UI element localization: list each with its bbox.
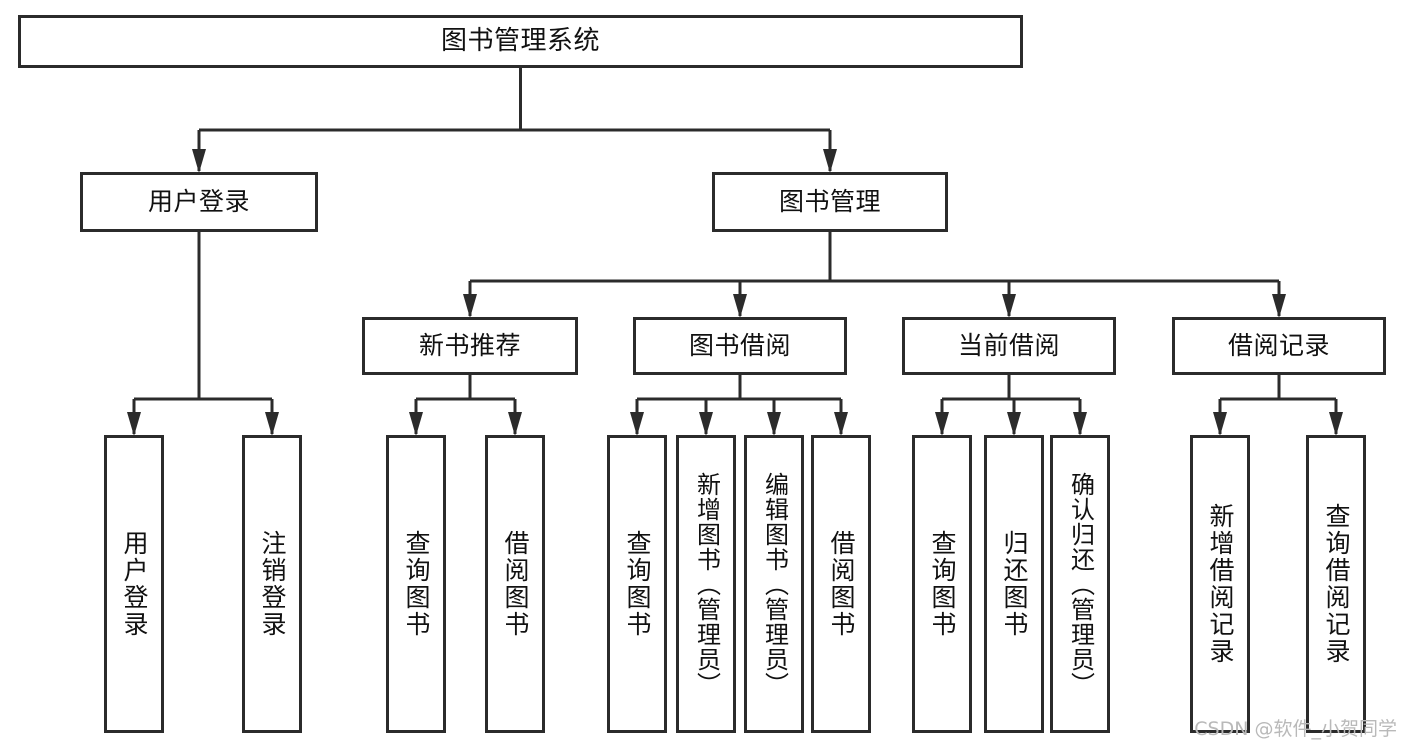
node-leaf-query-book-3[interactable]: 查询图书 bbox=[912, 435, 972, 733]
node-label: 注销登录 bbox=[258, 530, 287, 638]
node-label: 当前借阅 bbox=[957, 331, 1060, 361]
node-label: 编辑图书（管理员） bbox=[760, 471, 789, 697]
node-book-borrow[interactable]: 图书借阅 bbox=[633, 317, 847, 375]
node-leaf-edit-book[interactable]: 编辑图书（管理员） bbox=[744, 435, 804, 733]
node-leaf-return-book[interactable]: 归还图书 bbox=[984, 435, 1044, 733]
node-label: 新书推荐 bbox=[418, 331, 521, 361]
node-label: 借阅记录 bbox=[1227, 331, 1330, 361]
node-label: 新增图书（管理员） bbox=[692, 471, 721, 697]
node-leaf-borrow-book-1[interactable]: 借阅图书 bbox=[485, 435, 545, 733]
node-leaf-user-login[interactable]: 用户登录 bbox=[104, 435, 164, 733]
node-leaf-add-book[interactable]: 新增图书（管理员） bbox=[676, 435, 736, 733]
node-label: 图书借阅 bbox=[688, 331, 791, 361]
watermark-text: CSDN @软件_小贺同学 bbox=[1194, 718, 1397, 740]
node-label: 归还图书 bbox=[1000, 530, 1029, 638]
node-leaf-borrow-book-2[interactable]: 借阅图书 bbox=[811, 435, 871, 733]
node-label: 查询图书 bbox=[928, 530, 957, 638]
node-label: 借阅图书 bbox=[501, 530, 530, 638]
node-label: 新增借阅记录 bbox=[1206, 503, 1235, 665]
node-current-borrow[interactable]: 当前借阅 bbox=[902, 317, 1116, 375]
node-label: 查询图书 bbox=[623, 530, 652, 638]
node-label: 借阅图书 bbox=[827, 530, 856, 638]
node-leaf-query-book-1[interactable]: 查询图书 bbox=[386, 435, 446, 733]
node-root[interactable]: 图书管理系统 bbox=[18, 15, 1023, 68]
node-label: 图书管理系统 bbox=[440, 26, 600, 57]
node-leaf-query-record[interactable]: 查询借阅记录 bbox=[1306, 435, 1366, 733]
node-leaf-add-record[interactable]: 新增借阅记录 bbox=[1190, 435, 1250, 733]
node-leaf-query-book-2[interactable]: 查询图书 bbox=[607, 435, 667, 733]
node-user-login[interactable]: 用户登录 bbox=[80, 172, 318, 232]
node-leaf-confirm-return[interactable]: 确认归还（管理员） bbox=[1050, 435, 1110, 733]
node-label: 查询图书 bbox=[402, 530, 431, 638]
node-label: 用户登录 bbox=[120, 530, 149, 638]
node-label: 图书管理 bbox=[778, 187, 881, 217]
node-book-manage[interactable]: 图书管理 bbox=[712, 172, 948, 232]
node-new-book-recommend[interactable]: 新书推荐 bbox=[362, 317, 578, 375]
node-label: 用户登录 bbox=[147, 187, 250, 217]
node-label: 查询借阅记录 bbox=[1322, 503, 1351, 665]
node-leaf-logout[interactable]: 注销登录 bbox=[242, 435, 302, 733]
node-borrow-record[interactable]: 借阅记录 bbox=[1172, 317, 1386, 375]
node-label: 确认归还（管理员） bbox=[1066, 471, 1095, 697]
